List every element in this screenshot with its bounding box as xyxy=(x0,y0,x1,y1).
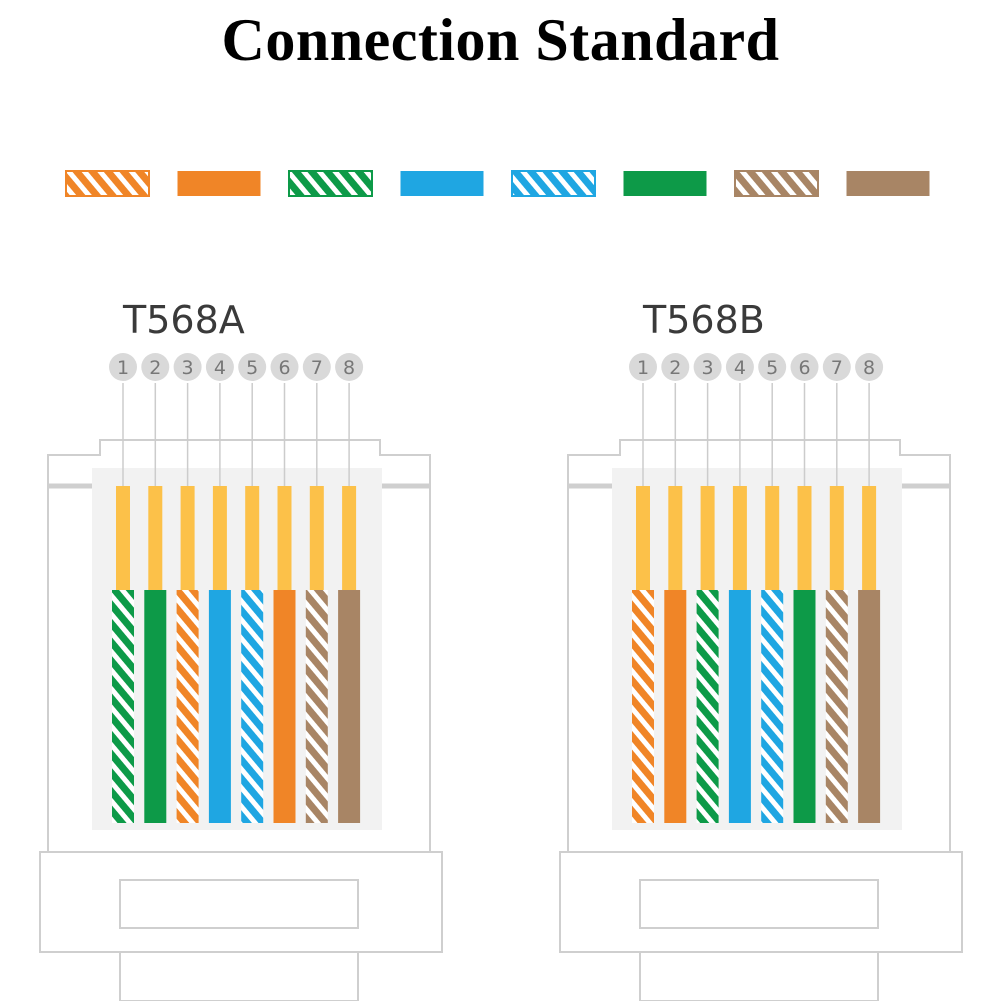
pin-number: 1 xyxy=(117,357,129,379)
pin-contact xyxy=(829,486,844,590)
latch-slot xyxy=(119,879,359,929)
pin-number: 1 xyxy=(637,357,649,379)
page-title: Connection Standard xyxy=(221,6,780,73)
standard-label: T568B xyxy=(642,298,765,342)
cable-stub xyxy=(119,951,359,1001)
pin-number-badge xyxy=(661,353,690,381)
pin-number-badge xyxy=(109,353,137,381)
wire-orange-white xyxy=(632,590,654,823)
wire-blue-white xyxy=(241,590,264,823)
pin-number-badge xyxy=(758,353,787,381)
standard-label: T568A xyxy=(122,298,245,342)
wire-orange-white xyxy=(176,590,199,823)
wire-green xyxy=(793,590,816,823)
pin-number: 2 xyxy=(149,357,161,379)
pin-contact xyxy=(148,486,163,590)
pin-number: 6 xyxy=(278,357,290,379)
pin-contact xyxy=(116,486,130,590)
pin-number-badge xyxy=(725,353,754,381)
pin-number: 5 xyxy=(246,357,258,379)
pin-contact xyxy=(765,486,780,590)
legend-swatch-green-white xyxy=(288,170,373,197)
pin-number-badge xyxy=(173,353,202,381)
pin-contact xyxy=(862,486,877,590)
pin-contact xyxy=(309,486,324,590)
legend-swatch-brown xyxy=(846,171,930,196)
pin-contact xyxy=(180,486,195,590)
wire-brown xyxy=(858,590,881,823)
legend-swatch-brown-white xyxy=(734,170,819,197)
wire-blue xyxy=(208,590,231,823)
pin-number: 7 xyxy=(831,357,843,379)
legend-swatch-orange xyxy=(177,171,261,196)
pin-number-badge xyxy=(205,353,234,381)
pin-contact xyxy=(636,486,650,590)
wire-green xyxy=(144,590,167,823)
pin-number-badge xyxy=(790,353,819,381)
pin-number: 6 xyxy=(798,357,810,379)
wire-orange xyxy=(664,590,687,823)
pin-contact xyxy=(342,486,357,590)
legend-swatch-blue xyxy=(400,171,484,196)
pin-number: 8 xyxy=(343,357,355,379)
pin-number: 2 xyxy=(669,357,681,379)
legend-swatch-orange-white xyxy=(65,170,150,197)
legend-swatch-blue-white xyxy=(511,170,596,197)
pin-number: 5 xyxy=(766,357,778,379)
wire-brown-white xyxy=(305,590,328,823)
pin-contact xyxy=(668,486,683,590)
pin-number-badge xyxy=(270,353,299,381)
pin-number-badge xyxy=(302,353,331,381)
pin-number: 4 xyxy=(734,357,746,379)
pin-number-badge xyxy=(141,353,170,381)
wire-green-white xyxy=(696,590,719,823)
wire-blue xyxy=(728,590,751,823)
pin-number-badge xyxy=(693,353,722,381)
pin-number-badge xyxy=(855,353,884,381)
wire-orange xyxy=(273,590,296,823)
pin-number-badge xyxy=(238,353,267,381)
pin-number: 8 xyxy=(863,357,875,379)
wire-brown xyxy=(338,590,361,823)
pin-number: 4 xyxy=(214,357,226,379)
pin-contact xyxy=(212,486,227,590)
pin-contact xyxy=(245,486,260,590)
pin-contact xyxy=(732,486,747,590)
contact-panel xyxy=(612,468,902,830)
pin-number: 7 xyxy=(311,357,323,379)
wire-blue-white xyxy=(761,590,784,823)
contact-panel xyxy=(92,468,382,830)
wire-green-white xyxy=(112,590,134,823)
wire-brown-white xyxy=(825,590,848,823)
legend-swatch-green xyxy=(623,171,707,196)
pin-contact xyxy=(700,486,715,590)
latch-slot xyxy=(639,879,879,929)
pin-number: 3 xyxy=(182,357,194,379)
pin-number-badge xyxy=(335,353,364,381)
pin-number-badge xyxy=(629,353,657,381)
cable-stub xyxy=(639,951,879,1001)
pin-number-badge xyxy=(822,353,851,381)
color-legend xyxy=(65,170,930,197)
pin-contact xyxy=(277,486,292,590)
pin-number: 3 xyxy=(702,357,714,379)
pin-contact xyxy=(797,486,812,590)
